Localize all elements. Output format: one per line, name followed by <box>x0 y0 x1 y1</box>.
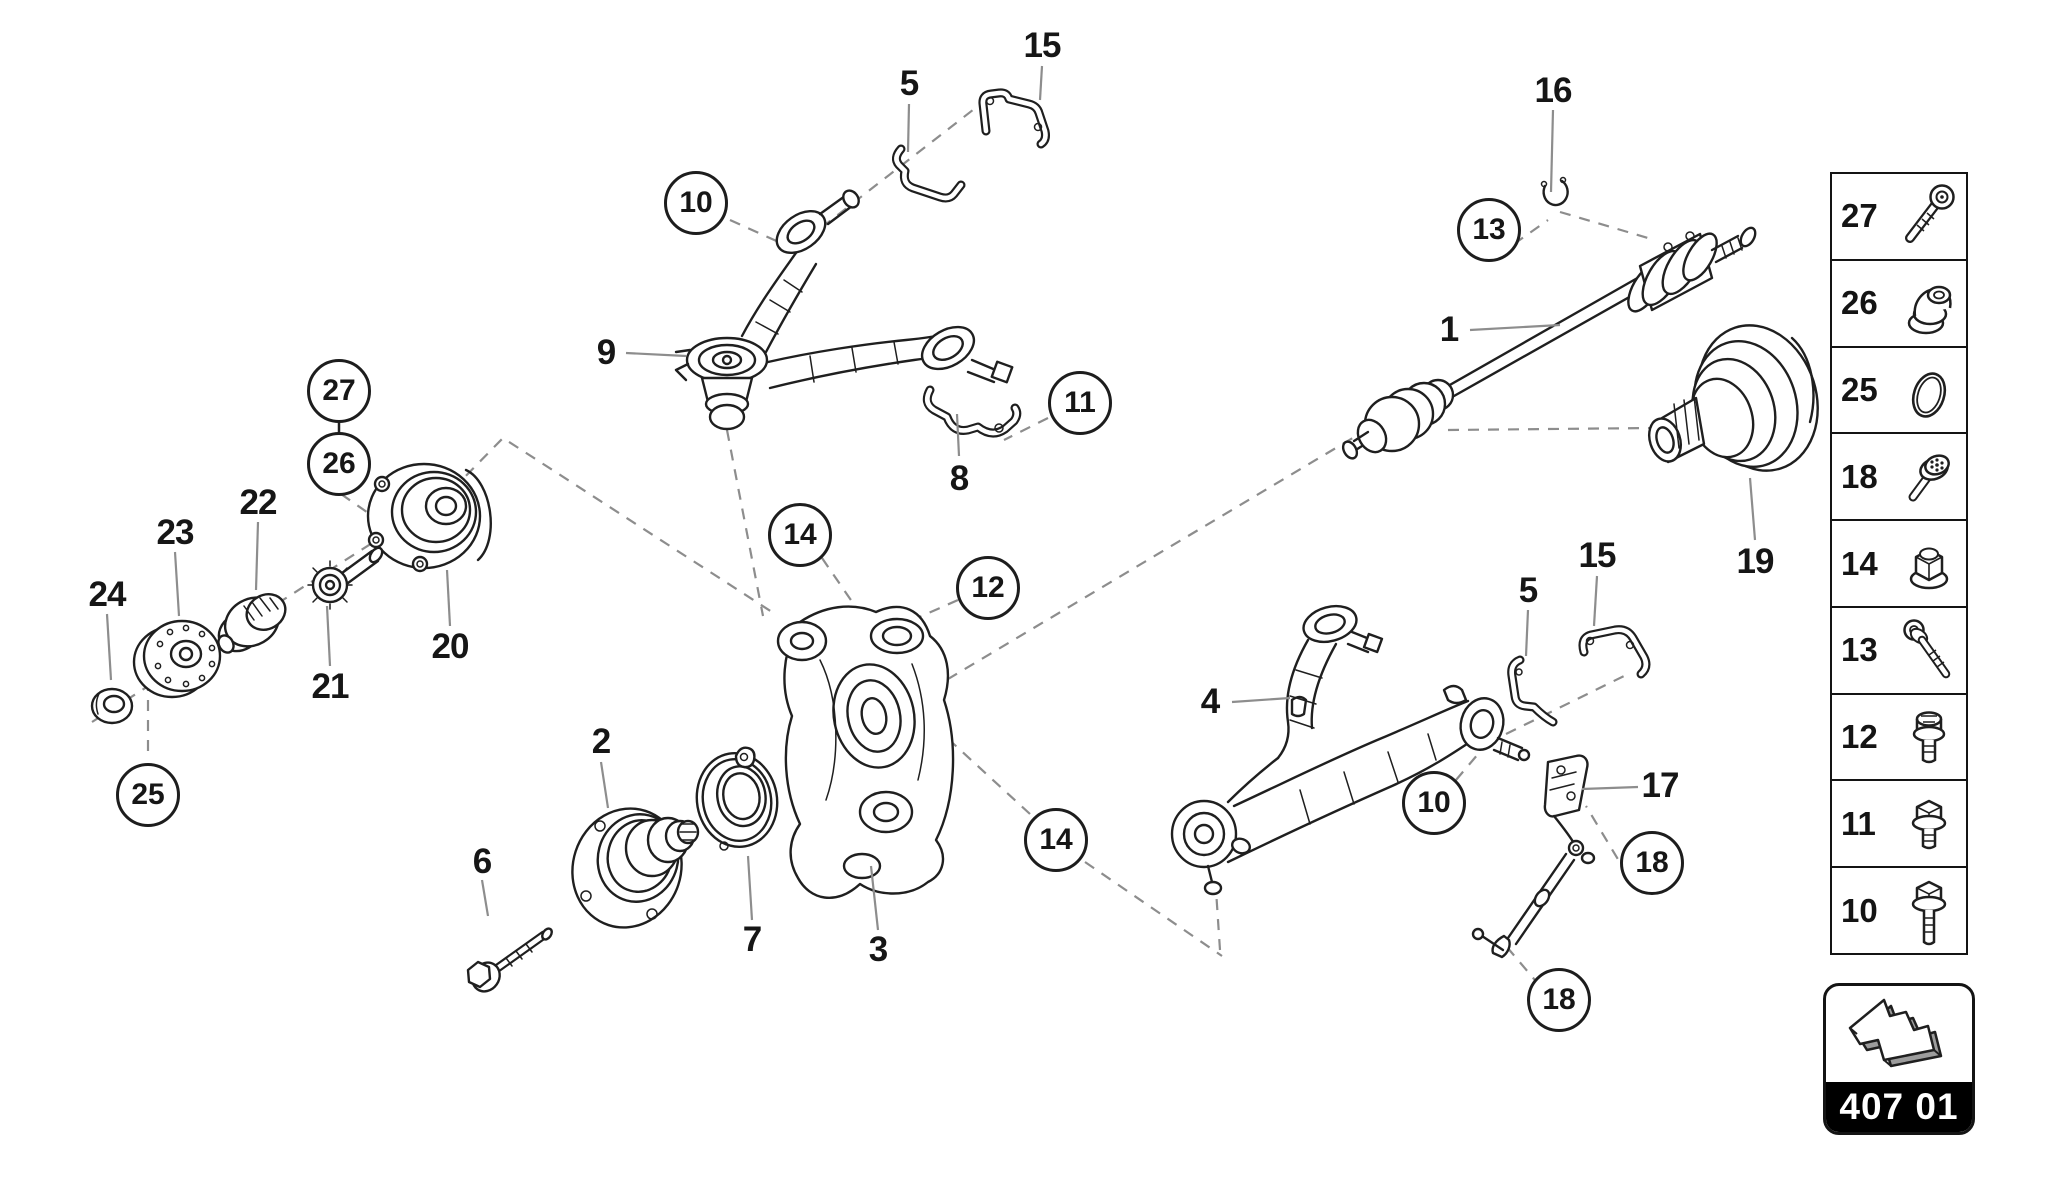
callout-circle-10[interactable]: 10 <box>1402 771 1466 835</box>
callout-15[interactable]: 15 <box>1023 26 1062 65</box>
callout-21[interactable]: 21 <box>311 667 350 706</box>
part-bracket-top <box>978 88 1050 149</box>
callout-16[interactable]: 16 <box>1534 71 1573 110</box>
callout-7[interactable]: 7 <box>742 920 762 959</box>
socket-head-bolt-icon <box>1891 177 1966 255</box>
callout-1[interactable]: 1 <box>1439 310 1459 349</box>
callout-6[interactable]: 6 <box>472 842 492 881</box>
twelve-point-screw-icon <box>1891 698 1966 776</box>
part-upper-control-arm <box>674 189 1014 431</box>
callout-circle-18[interactable]: 18 <box>1527 968 1591 1032</box>
long-stem-bolt-icon <box>1891 611 1966 689</box>
callout-17[interactable]: 17 <box>1641 766 1680 805</box>
callout-24[interactable]: 24 <box>88 575 127 614</box>
callout-5[interactable]: 5 <box>1518 571 1538 610</box>
part-splined-bushing <box>217 593 287 654</box>
part-bolt <box>466 927 553 993</box>
legend-item-number: 10 <box>1841 891 1878 929</box>
legend-item-number: 14 <box>1841 544 1878 582</box>
part-bracket-right <box>1578 625 1651 679</box>
legend-item-10[interactable]: 10 <box>1832 868 1966 954</box>
legend-item-number: 25 <box>1841 370 1878 408</box>
part-drive-shaft <box>1341 226 1757 460</box>
part-clamp <box>922 385 1022 438</box>
callout-circle-12[interactable]: 12 <box>956 556 1020 620</box>
legend-item-number: 13 <box>1841 631 1878 669</box>
legend-item-12[interactable]: 12 <box>1832 694 1966 782</box>
leader-lines <box>105 65 1757 931</box>
legend-item-26[interactable]: 26 <box>1832 260 1966 348</box>
page-badge[interactable]: 407 01 <box>1823 983 1975 1135</box>
callout-19[interactable]: 19 <box>1736 542 1775 581</box>
legend-item-25[interactable]: 25 <box>1832 347 1966 435</box>
part-stub-shaft <box>307 546 384 610</box>
callout-9[interactable]: 9 <box>596 333 616 372</box>
hex-flange-bolt-short-icon <box>1891 785 1966 863</box>
callout-15[interactable]: 15 <box>1578 536 1617 575</box>
legend-item-13[interactable]: 13 <box>1832 607 1966 695</box>
callout-circle-27[interactable]: 27 <box>307 359 371 423</box>
callout-3[interactable]: 3 <box>868 930 888 969</box>
callout-2[interactable]: 2 <box>591 722 611 761</box>
legend-item-11[interactable]: 11 <box>1832 781 1966 869</box>
legend-item-14[interactable]: 14 <box>1832 521 1966 608</box>
part-hub-carrier <box>366 462 492 573</box>
arrow-up-left-icon <box>1826 986 1972 1082</box>
cone-collar-nut-icon <box>1891 264 1966 342</box>
part-circlip <box>1540 176 1569 207</box>
torx-flange-screw-icon <box>1891 438 1966 516</box>
legend-item-number: 27 <box>1841 197 1878 235</box>
callout-5[interactable]: 5 <box>899 64 919 103</box>
callout-circle-18[interactable]: 18 <box>1620 831 1684 895</box>
callout-23[interactable]: 23 <box>156 513 195 552</box>
part-height-sensor <box>1471 754 1596 959</box>
legend-item-number: 18 <box>1841 457 1878 495</box>
part-washer <box>90 687 134 725</box>
callout-circle-26[interactable]: 26 <box>307 432 371 496</box>
callout-8[interactable]: 8 <box>949 459 969 498</box>
legend-item-number: 26 <box>1841 284 1878 322</box>
part-bearing <box>695 746 779 851</box>
part-tone-wheel <box>132 619 222 699</box>
legend-item-number: 12 <box>1841 718 1878 756</box>
flange-lock-nut-icon <box>1891 525 1966 603</box>
callout-20[interactable]: 20 <box>431 627 470 666</box>
callout-circle-25[interactable]: 25 <box>116 763 180 827</box>
hex-flange-bolt-long-icon <box>1891 872 1966 950</box>
callout-4[interactable]: 4 <box>1200 682 1220 721</box>
fastener-legend: 27 26 25 18 14 13 12 11 10 <box>1830 172 1968 955</box>
callout-circle-14[interactable]: 14 <box>1024 808 1088 872</box>
callout-22[interactable]: 22 <box>239 483 278 522</box>
page-code: 407 01 <box>1826 1082 1972 1132</box>
callout-circle-10[interactable]: 10 <box>664 171 728 235</box>
callout-circle-11[interactable]: 11 <box>1048 371 1112 435</box>
part-retainer-clip-top <box>891 144 966 203</box>
o-ring-icon <box>1891 351 1966 429</box>
part-drive-flange <box>1647 324 1819 472</box>
callout-circle-14[interactable]: 14 <box>768 503 832 567</box>
legend-item-18[interactable]: 18 <box>1832 434 1966 522</box>
legend-item-number: 11 <box>1841 804 1876 842</box>
part-wheel-hub <box>571 807 700 929</box>
part-retainer-clip-right <box>1507 655 1558 727</box>
callout-circle-13[interactable]: 13 <box>1457 198 1521 262</box>
part-knuckle <box>776 605 955 899</box>
legend-item-27[interactable]: 27 <box>1832 174 1966 261</box>
part-lower-control-arm <box>1170 604 1531 896</box>
